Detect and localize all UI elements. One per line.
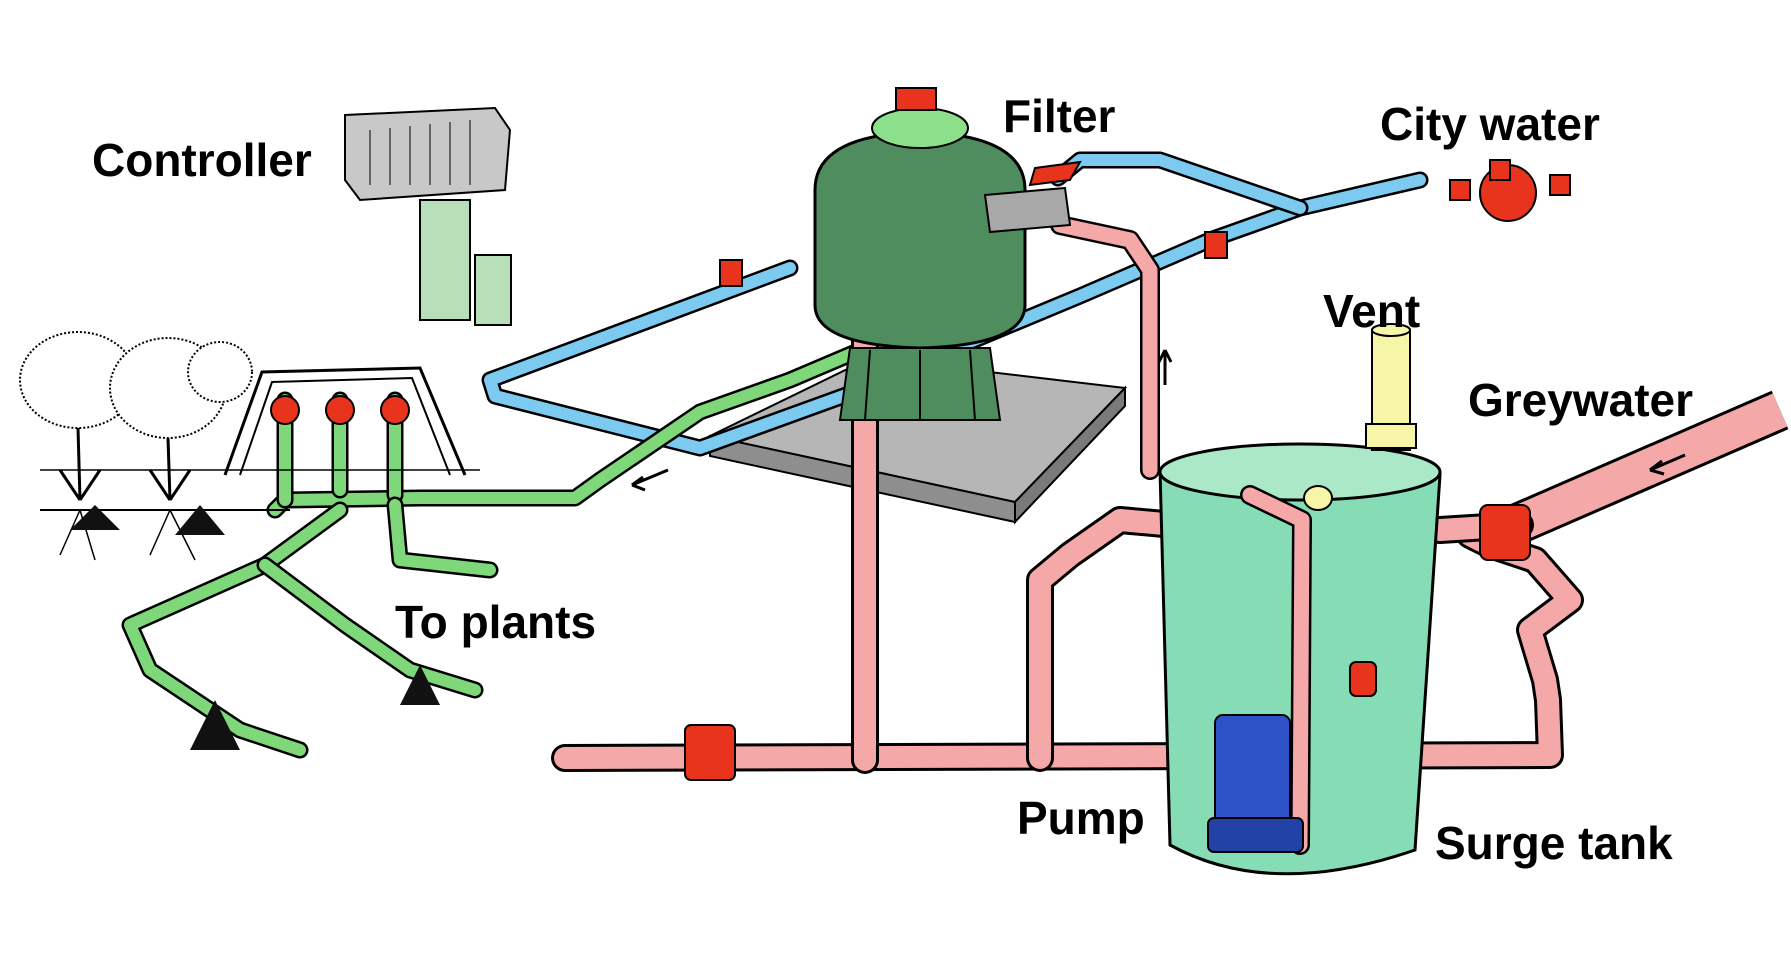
to-plants-label: To plants (395, 596, 597, 648)
surge-tank (1158, 442, 1442, 876)
irrigation-pipes (121, 291, 1024, 759)
vent-pipe (1365, 323, 1417, 451)
city-water-valves (719, 159, 1571, 287)
filter-tank (813, 87, 1082, 421)
filter-label: Filter (1003, 90, 1116, 142)
city-water-label: City water (1380, 98, 1600, 150)
pump-label: Pump (1017, 792, 1145, 844)
check-valve (684, 724, 736, 781)
diverter-valve (1479, 504, 1531, 561)
trees (19, 331, 480, 750)
valve-manifold (223, 366, 467, 476)
vent-label: Vent (1323, 285, 1421, 337)
greywater-label: Greywater (1468, 374, 1694, 426)
controller-label: Controller (92, 134, 312, 186)
surge-tank-label: Surge tank (1435, 817, 1673, 869)
controller-unit (344, 106, 512, 326)
pump-unit (1207, 714, 1304, 853)
